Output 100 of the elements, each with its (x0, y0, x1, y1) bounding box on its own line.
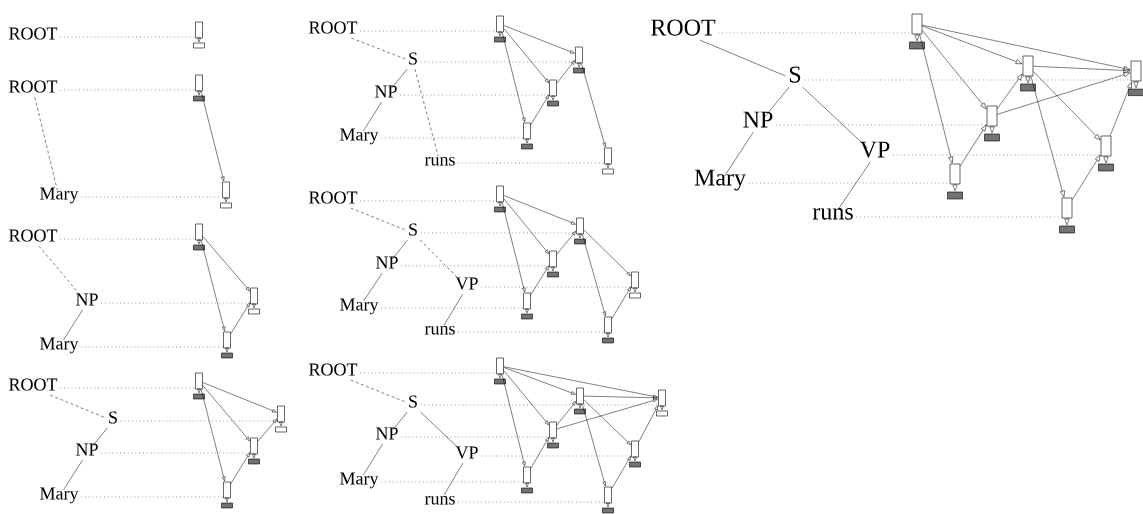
cell-box (195, 372, 203, 390)
cell-box (195, 21, 203, 39)
arrow (224, 197, 228, 203)
cell-box (195, 74, 203, 92)
tree-label: ROOT (9, 378, 58, 391)
tree-branch (392, 239, 408, 260)
arrow (1103, 156, 1109, 164)
cell-box (277, 405, 285, 423)
arrow (551, 95, 555, 101)
arrow (960, 124, 987, 166)
output-box (1128, 88, 1143, 97)
tree-label: Mary (40, 187, 79, 204)
output-box (521, 313, 533, 320)
arrow (952, 184, 958, 192)
cell-box (250, 437, 258, 455)
tree-branch (419, 239, 461, 281)
cell-box (496, 357, 504, 375)
arrow (200, 91, 225, 182)
arrow (997, 73, 1023, 109)
tree-branch (350, 207, 406, 231)
output-box (521, 143, 533, 150)
arrow (583, 395, 658, 400)
tree-branch (49, 394, 106, 419)
output-box (521, 487, 533, 494)
arrow (660, 405, 664, 411)
cell-box (604, 147, 612, 165)
cell-box (631, 440, 639, 458)
output-box (574, 408, 586, 415)
cell-box (549, 421, 557, 439)
guide-line (480, 455, 632, 457)
tree-label: NP (76, 443, 98, 456)
tree-label: NP (743, 111, 773, 128)
output-box (656, 410, 668, 417)
arrow (498, 31, 502, 37)
tree-label: ROOT (9, 80, 58, 93)
arrow (230, 302, 251, 335)
output-box (573, 67, 585, 74)
tree-label: S (409, 52, 417, 65)
output-box (909, 41, 925, 50)
arrow (583, 399, 631, 446)
tree-label: runs (424, 495, 455, 505)
output-box (220, 202, 232, 209)
arrow (582, 404, 607, 487)
tree-branch (763, 86, 790, 119)
cell-box (523, 122, 531, 140)
arrow (525, 308, 529, 314)
tree-branch (699, 39, 786, 77)
cell-box (1022, 55, 1034, 77)
cell-box (604, 486, 612, 504)
output-box (275, 426, 287, 433)
output-box (947, 191, 963, 200)
cell-box (250, 287, 258, 305)
arrow (530, 436, 550, 469)
arrow (525, 482, 529, 488)
arrow (530, 94, 550, 125)
arrow (503, 198, 549, 254)
output-box (193, 42, 205, 49)
arrow (503, 28, 549, 84)
tree-label: runs (424, 156, 455, 166)
arrow (1133, 81, 1139, 89)
output-box (602, 337, 614, 344)
tree-label: S (409, 223, 417, 236)
output-box (547, 271, 559, 278)
output-box (494, 36, 506, 43)
tree-branch (414, 68, 439, 157)
arrow (581, 63, 606, 148)
cell-box (222, 181, 230, 199)
cell-box (496, 15, 504, 33)
guide-line (892, 154, 1101, 156)
arrow (606, 163, 610, 169)
arrow (633, 287, 637, 293)
arrow (1072, 154, 1101, 200)
tree-label: ROOT (9, 27, 58, 40)
arrow (279, 421, 283, 427)
tree-label: ROOT (309, 191, 358, 204)
tree-branch (444, 293, 463, 326)
arrow (197, 388, 201, 394)
tree-label: Mary (40, 487, 79, 504)
arrow (638, 405, 659, 443)
arrow (200, 389, 226, 482)
tree-branch (724, 131, 754, 177)
arrow (503, 25, 575, 54)
cell-box (223, 481, 231, 499)
arrow (577, 62, 581, 68)
output-box (248, 308, 260, 315)
cell-box (1100, 135, 1112, 157)
tree-label: ROOT (9, 229, 58, 242)
cell-box (911, 13, 923, 35)
tree-branch (802, 86, 868, 149)
arrow (556, 60, 575, 84)
tree-branch (420, 411, 460, 450)
tree-label: NP (376, 256, 398, 269)
arrow (225, 347, 229, 353)
arrow (919, 34, 954, 164)
tree-branch (392, 411, 408, 431)
arrow (503, 366, 658, 399)
arrow (551, 266, 555, 272)
arrow (197, 37, 201, 43)
tree-branch (837, 161, 871, 211)
arrow (197, 90, 201, 96)
